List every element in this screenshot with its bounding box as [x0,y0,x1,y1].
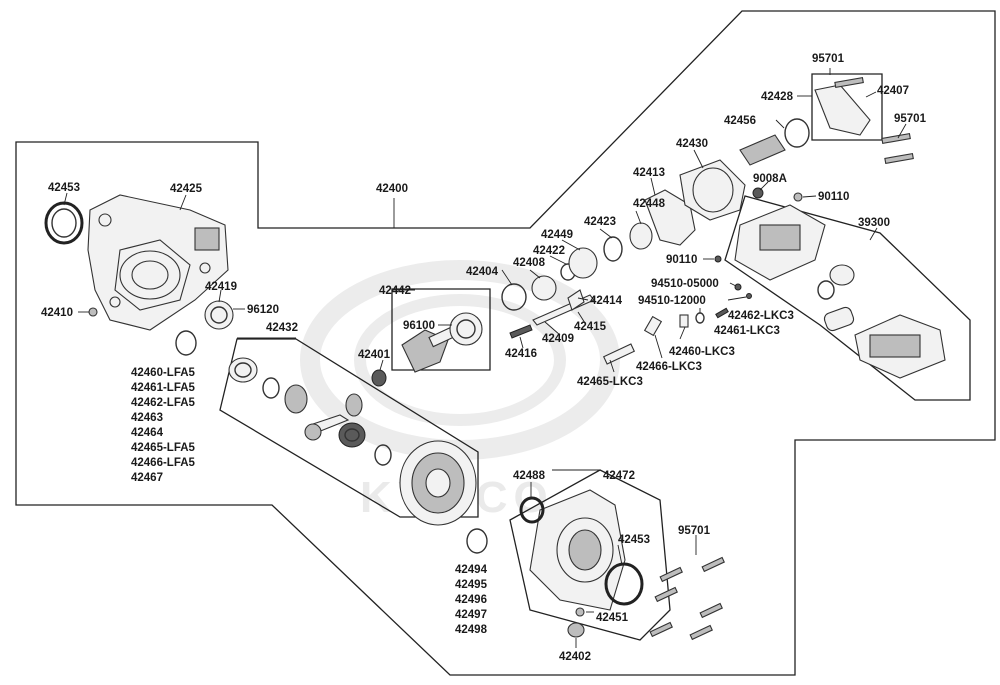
label-42460-lkc3: 42460-LKC3 [669,346,735,358]
lfa5-list-item: 42465-LFA5 [131,442,196,454]
label-39300: 39300 [858,217,890,229]
clutch-and-shaft-parts [501,189,696,339]
lfa5-list-item: 42466-LFA5 [131,457,196,469]
lfa5-list-item: 42467 [131,472,163,484]
label-95701-right: 95701 [894,113,927,125]
label-42425: 42425 [170,183,203,195]
label-42414: 42414 [590,295,623,307]
lfa5-list-item: 42464 [131,427,164,439]
shim-part-list: 42494 42495 42496 42497 42498 [455,564,488,636]
lfa5-list-item: 42461-LFA5 [131,382,196,394]
label-42488: 42488 [513,470,546,482]
label-42453-housing-seal: 42453 [48,182,80,194]
label-96100: 96100 [403,320,435,332]
label-95701-lower: 95701 [678,525,711,537]
leader-lines [63,68,907,648]
label-42428: 42428 [761,91,794,103]
shim-ring-42494 [466,528,488,554]
label-94510-12000: 94510-12000 [638,295,706,307]
shim-list-item: 42497 [455,609,487,621]
label-42442: 42442 [379,285,411,297]
shim-list-item: 42496 [455,594,487,606]
lfa5-part-list: 42460-LFA5 42461-LFA5 42462-LFA5 42463 4… [131,367,196,484]
label-42423: 42423 [584,216,616,228]
actuator-module-39300 [734,204,946,379]
part-labels: 42400 42453 42425 42419 96120 42410 4243… [41,53,927,663]
label-42462-lkc3: 42462-LKC3 [728,310,794,322]
label-42407: 42407 [877,85,909,97]
lfa5-list-item: 42462-LFA5 [131,397,196,409]
gear-set-parts [228,357,477,526]
label-42408: 42408 [513,257,546,269]
label-42451: 42451 [596,612,629,624]
small-hardware-parts [602,255,752,365]
label-42416: 42416 [505,348,537,360]
bolt-42410 [88,307,98,317]
oring-42460-lfa5 [175,330,197,356]
actuator-group-outline [724,195,971,401]
label-42456: 42456 [724,115,756,127]
label-42401: 42401 [358,349,391,361]
pinion-gear-parts [371,312,483,387]
label-42461-lkc3: 42461-LKC3 [714,325,780,337]
shim-list-item: 42494 [455,564,488,576]
label-42453-cover-seal: 42453 [618,534,650,546]
pinion-group-outline [391,288,491,371]
label-9008A: 9008A [753,173,787,185]
label-42430: 42430 [676,138,708,150]
rear-cover-group-outline [509,469,671,641]
label-90110-upper: 90110 [818,191,849,203]
shim-list-item: 42495 [455,579,488,591]
label-42465-lkc3: 42465-LKC3 [577,376,643,388]
label-42448: 42448 [633,198,666,210]
label-42400: 42400 [376,183,408,195]
label-42404: 42404 [466,266,499,278]
differential-housing [87,194,229,331]
label-96120: 96120 [247,304,279,316]
label-42415: 42415 [574,321,607,333]
label-95701-upper: 95701 [812,53,845,65]
gear-set-group-outline [219,338,479,518]
label-42432: 42432 [266,322,298,334]
shim-list-item: 42498 [455,624,488,636]
rear-cover-42472 [519,489,725,641]
label-42422: 42422 [533,245,565,257]
label-90110-lower: 90110 [666,254,697,266]
label-42402: 42402 [559,651,591,663]
label-42419: 42419 [205,281,237,293]
label-42472: 42472 [603,470,635,482]
label-42466-lkc3: 42466-LKC3 [636,361,702,373]
lfa5-list-item: 42460-LFA5 [131,367,196,379]
label-42409: 42409 [542,333,574,345]
lfa5-list-item: 42463 [131,412,163,424]
actuator-upper-parts [679,76,914,221]
bearing-42419 [204,300,234,330]
housing-seal-42453 [44,201,84,245]
assembly-frame-outline [15,10,996,676]
label-94510-05000: 94510-05000 [651,278,719,290]
label-42410: 42410 [41,307,73,319]
label-42449: 42449 [541,229,573,241]
label-42413: 42413 [633,167,665,179]
